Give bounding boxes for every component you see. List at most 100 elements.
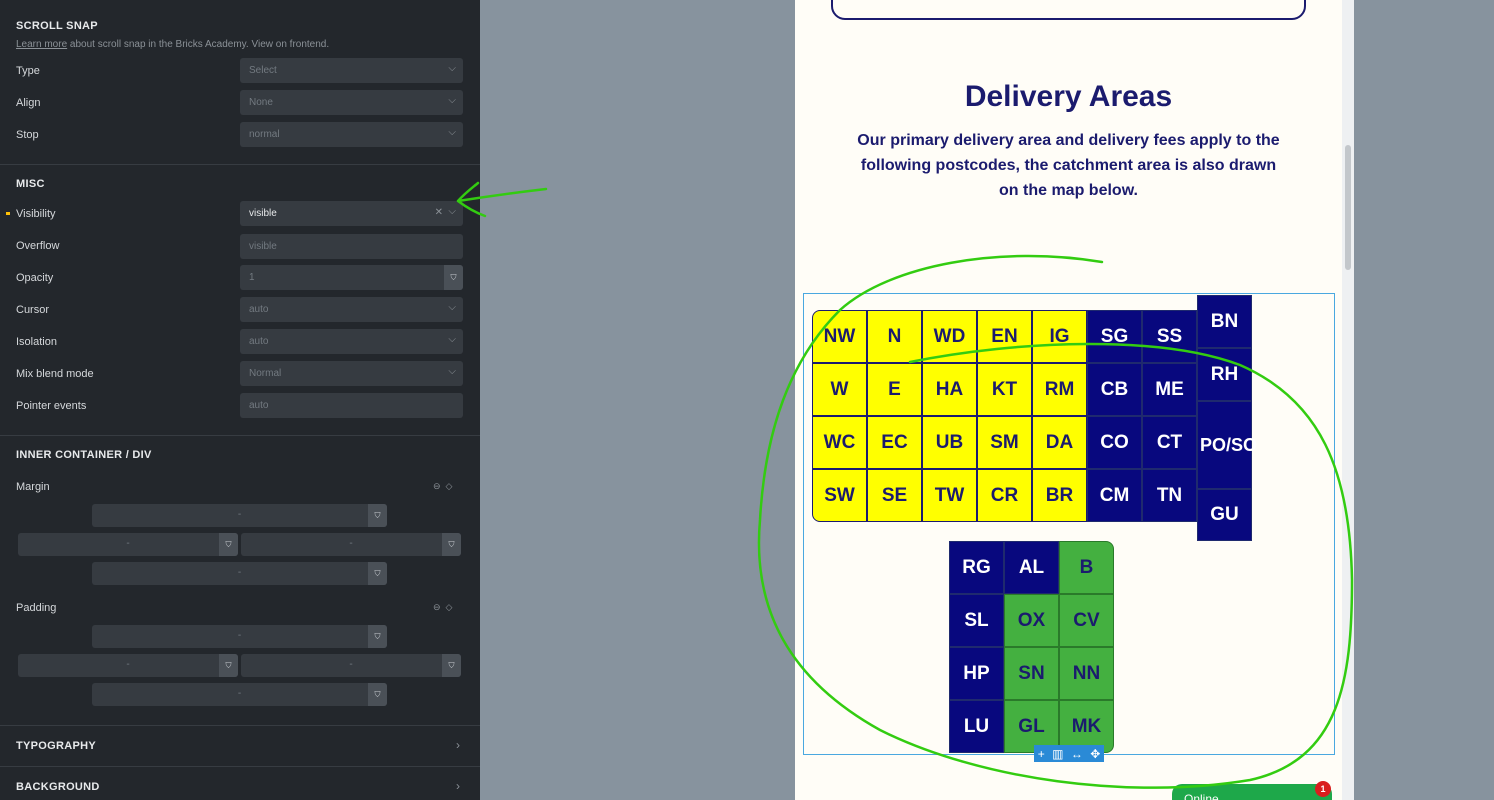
- delivery-intro-text: Our primary delivery area and delivery f…: [857, 132, 1280, 199]
- typography-section[interactable]: TYPOGRAPHY: [16, 740, 97, 752]
- padding-top-input[interactable]: - ⛉: [92, 625, 387, 648]
- isolation-label: Isolation: [16, 336, 57, 348]
- padding-left-input[interactable]: - ⛉: [18, 654, 238, 677]
- type-value: Select: [249, 65, 277, 76]
- top-card: [831, 0, 1306, 20]
- chevron-down-icon: ⌵: [448, 366, 456, 377]
- padding-bottom-input[interactable]: - ⛉: [92, 683, 387, 706]
- columns-icon[interactable]: ▥: [1052, 746, 1064, 761]
- isolation-select[interactable]: auto ⌵: [240, 329, 463, 354]
- postcode-tile-wc: WC: [812, 416, 867, 469]
- visibility-label: Visibility: [16, 208, 56, 220]
- dynamic-data-icon[interactable]: ⛉: [368, 504, 387, 527]
- postcode-tile-ec: EC: [867, 416, 922, 469]
- margin-bottom-value: -: [237, 567, 242, 578]
- margin-right-input[interactable]: - ⛉: [241, 533, 461, 556]
- margin-left-input[interactable]: - ⛉: [18, 533, 238, 556]
- opacity-label: Opacity: [16, 272, 54, 284]
- dynamic-data-icon[interactable]: ⛉: [368, 683, 387, 706]
- resize-icon[interactable]: ↔: [1070, 746, 1083, 761]
- cursor-value: auto: [249, 304, 269, 315]
- postcode-tile-sl: SL: [949, 594, 1004, 647]
- margin-top-input[interactable]: - ⛉: [92, 504, 387, 527]
- postcode-tile-cv: CV: [1059, 594, 1114, 647]
- postcode-tile-cm: CM: [1087, 469, 1142, 522]
- postcode-tile-al: AL: [1004, 541, 1059, 594]
- postcode-tile-gu: GU: [1197, 489, 1252, 541]
- mix-blend-mode-value: Normal: [249, 368, 282, 379]
- postcode-tile-po-so: PO/SO: [1197, 401, 1257, 489]
- align-value: None: [249, 97, 273, 108]
- chevron-right-icon: ›: [456, 779, 460, 793]
- scroll-snap-help: Learn more about scroll snap in the Bric…: [16, 39, 329, 50]
- pointer-events-label: Pointer events: [16, 400, 87, 412]
- pointer-events-value: auto: [249, 400, 269, 411]
- dynamic-data-icon[interactable]: ⛉: [219, 533, 238, 556]
- visibility-select[interactable]: visible ✕ ⌵: [240, 201, 463, 226]
- postcode-tile-rg: RG: [949, 541, 1004, 594]
- padding-right-value: -: [349, 659, 353, 670]
- scroll-snap-help-text: about scroll snap in the Bricks Academy.…: [67, 39, 330, 50]
- inner-container-title: INNER CONTAINER / DIV: [16, 449, 152, 461]
- postcode-tile-w: W: [812, 363, 867, 416]
- postcode-tile-ct: CT: [1142, 416, 1197, 469]
- postcode-tile-co: CO: [1087, 416, 1142, 469]
- postcode-tile-n: N: [867, 310, 922, 363]
- postcode-tile-kt: KT: [977, 363, 1032, 416]
- postcode-tile-b: B: [1059, 541, 1114, 594]
- postcode-tile-nw: NW: [812, 310, 867, 363]
- dynamic-data-icon[interactable]: ⛉: [368, 562, 387, 585]
- dynamic-data-icon[interactable]: ⛉: [442, 533, 461, 556]
- padding-label: Padding: [16, 602, 57, 614]
- stop-label: Stop: [16, 129, 39, 141]
- scrollbar-thumb[interactable]: [1345, 145, 1351, 270]
- dynamic-data-icon[interactable]: ⛉: [442, 654, 461, 677]
- stop-select[interactable]: normal ⌵: [240, 122, 463, 147]
- delivery-areas-heading: Delivery Areas: [964, 80, 1173, 113]
- add-icon[interactable]: +: [1037, 746, 1045, 761]
- padding-right-input[interactable]: - ⛉: [241, 654, 461, 677]
- background-section[interactable]: BACKGROUND: [16, 781, 100, 793]
- padding-link-icons[interactable]: ⊖◇: [433, 602, 458, 612]
- pointer-events-input[interactable]: auto: [240, 393, 463, 418]
- margin-label: Margin: [16, 481, 50, 493]
- opacity-value: 1: [249, 272, 255, 283]
- type-select[interactable]: Select ⌵: [240, 58, 463, 83]
- postcode-tile-tn: TN: [1142, 469, 1197, 522]
- chevron-right-icon: ›: [456, 738, 460, 752]
- overflow-label: Overflow: [16, 240, 60, 252]
- element-toolbar[interactable]: + ▥ ↔ ✥: [1034, 745, 1104, 762]
- opacity-input[interactable]: 1 ⛉: [240, 265, 463, 290]
- scroll-snap-title: SCROLL SNAP: [16, 20, 98, 32]
- postcode-tile-en: EN: [977, 310, 1032, 363]
- padding-bottom-value: -: [237, 688, 242, 699]
- postcode-tile-se: SE: [867, 469, 922, 522]
- margin-bottom-input[interactable]: - ⛉: [92, 562, 387, 585]
- overflow-input[interactable]: visible: [240, 234, 463, 259]
- overflow-value: visible: [249, 241, 277, 252]
- dynamic-data-icon[interactable]: ⛉: [219, 654, 238, 677]
- postcode-tile-lu: LU: [949, 700, 1004, 753]
- postcode-tile-bn: BN: [1197, 295, 1252, 348]
- margin-link-icons[interactable]: ⊖◇: [433, 481, 458, 491]
- divider: [0, 435, 480, 436]
- postcode-tile-ss: SS: [1142, 310, 1197, 363]
- divider: [0, 164, 480, 165]
- preview-scrollbar[interactable]: [1342, 0, 1354, 800]
- postcode-tile-rh: RH: [1197, 348, 1252, 401]
- postcode-tile-rm: RM: [1032, 363, 1087, 416]
- postcode-tile-sw: SW: [812, 469, 867, 522]
- cursor-label: Cursor: [16, 304, 50, 316]
- clear-icon[interactable]: ✕: [434, 207, 443, 218]
- settings-panel: SCROLL SNAP Learn more about scroll snap…: [0, 0, 480, 800]
- dynamic-data-icon[interactable]: ⛉: [368, 625, 387, 648]
- dynamic-data-icon[interactable]: ⛉: [444, 265, 463, 290]
- modified-indicator: [6, 212, 10, 215]
- online-chat-button[interactable]: Online: [1172, 784, 1332, 800]
- learn-more-link[interactable]: Learn more: [16, 39, 68, 50]
- align-select[interactable]: None ⌵: [240, 90, 463, 115]
- mix-blend-mode-select[interactable]: Normal ⌵: [240, 361, 463, 386]
- cursor-select[interactable]: auto ⌵: [240, 297, 463, 322]
- postcode-tile-ha: HA: [922, 363, 977, 416]
- move-icon[interactable]: ✥: [1090, 746, 1101, 761]
